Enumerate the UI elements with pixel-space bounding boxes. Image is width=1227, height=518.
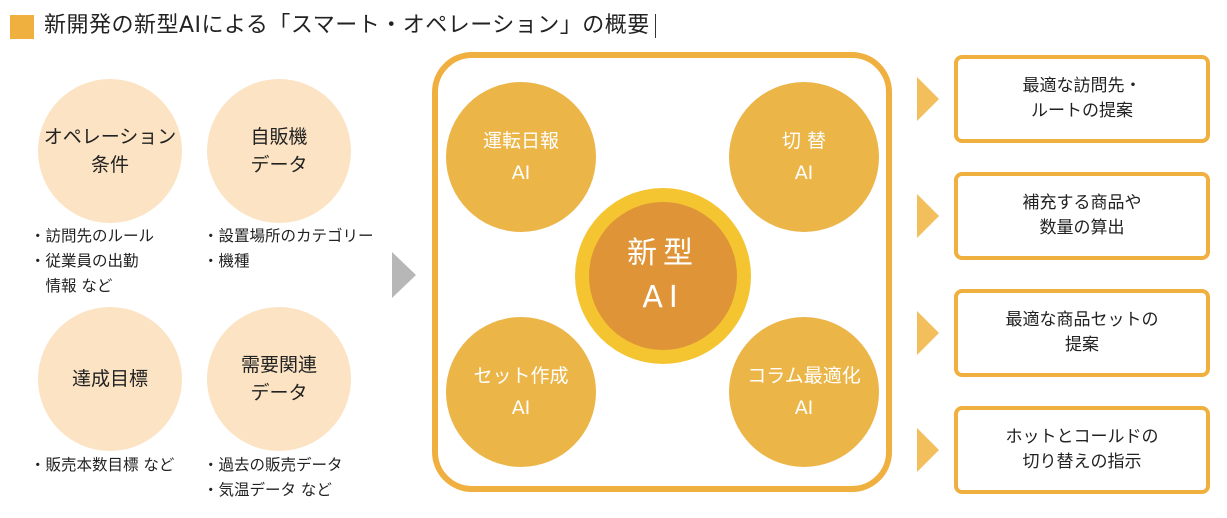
output-arrow-icon <box>917 311 939 355</box>
core-ai-label: AI <box>642 280 684 315</box>
note-line: ・販売本数目標 など <box>30 456 175 474</box>
note-line: ・設置場所のカテゴリー <box>203 227 374 245</box>
input-notes-demand: ・過去の販売データ ・気温データ など <box>203 453 343 503</box>
input-demand-data: 需要関連 データ <box>207 307 351 451</box>
ai-module-label: 切 替 <box>781 130 827 152</box>
ai-module-label: AI <box>794 397 814 419</box>
input-label-line: 達成目標 <box>71 368 148 390</box>
output-label-line: 切り替えの指示 <box>1022 452 1142 472</box>
note-line: ・気温データ など <box>203 481 332 499</box>
ai-module-set-creation: セット作成 AI <box>446 317 596 467</box>
output-arrow-icon <box>917 428 939 472</box>
note-line: ・機種 <box>203 252 250 270</box>
ai-module-label: AI <box>511 397 531 419</box>
output-arrow-icon <box>917 77 939 121</box>
input-vending-machine-data: 自販機 データ <box>207 79 351 223</box>
ai-module-label: セット作成 <box>473 365 569 387</box>
input-target-goals: 達成目標 <box>38 307 182 451</box>
output-hot-cold-switch: ホットとコールドの 切り替えの指示 <box>954 406 1210 494</box>
output-label-line: ホットとコールドの <box>1005 427 1159 447</box>
title-marker <box>10 15 34 39</box>
output-label-line: 数量の算出 <box>1039 218 1125 238</box>
input-notes-vending: ・設置場所のカテゴリー ・機種 <box>203 224 374 274</box>
text-caret <box>655 14 656 38</box>
note-line: ・過去の販売データ <box>203 456 343 474</box>
output-route-proposal: 最適な訪問先・ ルートの提案 <box>954 55 1210 143</box>
ai-module-column-optimization: コラム最適化 AI <box>729 317 879 467</box>
note-line: 情報 など <box>30 277 113 295</box>
output-label-line: 補充する商品や <box>1022 193 1142 213</box>
core-ai: 新型 AI <box>589 202 737 350</box>
input-label-line: データ <box>250 382 308 404</box>
flow-arrow-icon <box>392 252 416 298</box>
input-label-line: オペレーション <box>43 126 177 148</box>
ai-module-label: コラム最適化 <box>747 365 861 387</box>
input-label-line: データ <box>250 154 308 176</box>
ai-module-switching: 切 替 AI <box>729 82 879 232</box>
input-label-line: 自販機 <box>250 126 308 148</box>
input-label-line: 需要関連 <box>240 354 317 376</box>
ai-module-label: AI <box>794 162 814 184</box>
output-label-line: 最適な商品セットの <box>1005 310 1159 330</box>
input-operation-conditions: オペレーション 条件 <box>38 79 182 223</box>
core-ai-label: 新型 <box>627 236 699 271</box>
output-label-line: 最適な訪問先・ <box>1022 76 1142 96</box>
output-label-line: ルートの提案 <box>1031 101 1133 121</box>
output-replenishment: 補充する商品や 数量の算出 <box>954 172 1210 260</box>
output-product-set: 最適な商品セットの 提案 <box>954 289 1210 377</box>
ai-module-label: AI <box>511 162 531 184</box>
input-notes-target: ・販売本数目標 など <box>30 453 174 478</box>
output-arrow-icon <box>917 194 939 238</box>
input-label-line: 条件 <box>90 154 129 176</box>
note-line: ・訪問先のルール <box>30 227 155 245</box>
input-notes-operation: ・訪問先のルール ・従業員の出勤 情報 など <box>30 224 154 299</box>
note-line: ・従業員の出勤 <box>30 252 139 270</box>
ai-module-label: 運転日報 <box>482 130 559 152</box>
output-label-line: 提案 <box>1065 335 1099 355</box>
page-title: 新開発の新型AIによる「スマート・オペレーション」の概要 <box>44 13 650 38</box>
ai-module-daily-report: 運転日報 AI <box>446 82 596 232</box>
